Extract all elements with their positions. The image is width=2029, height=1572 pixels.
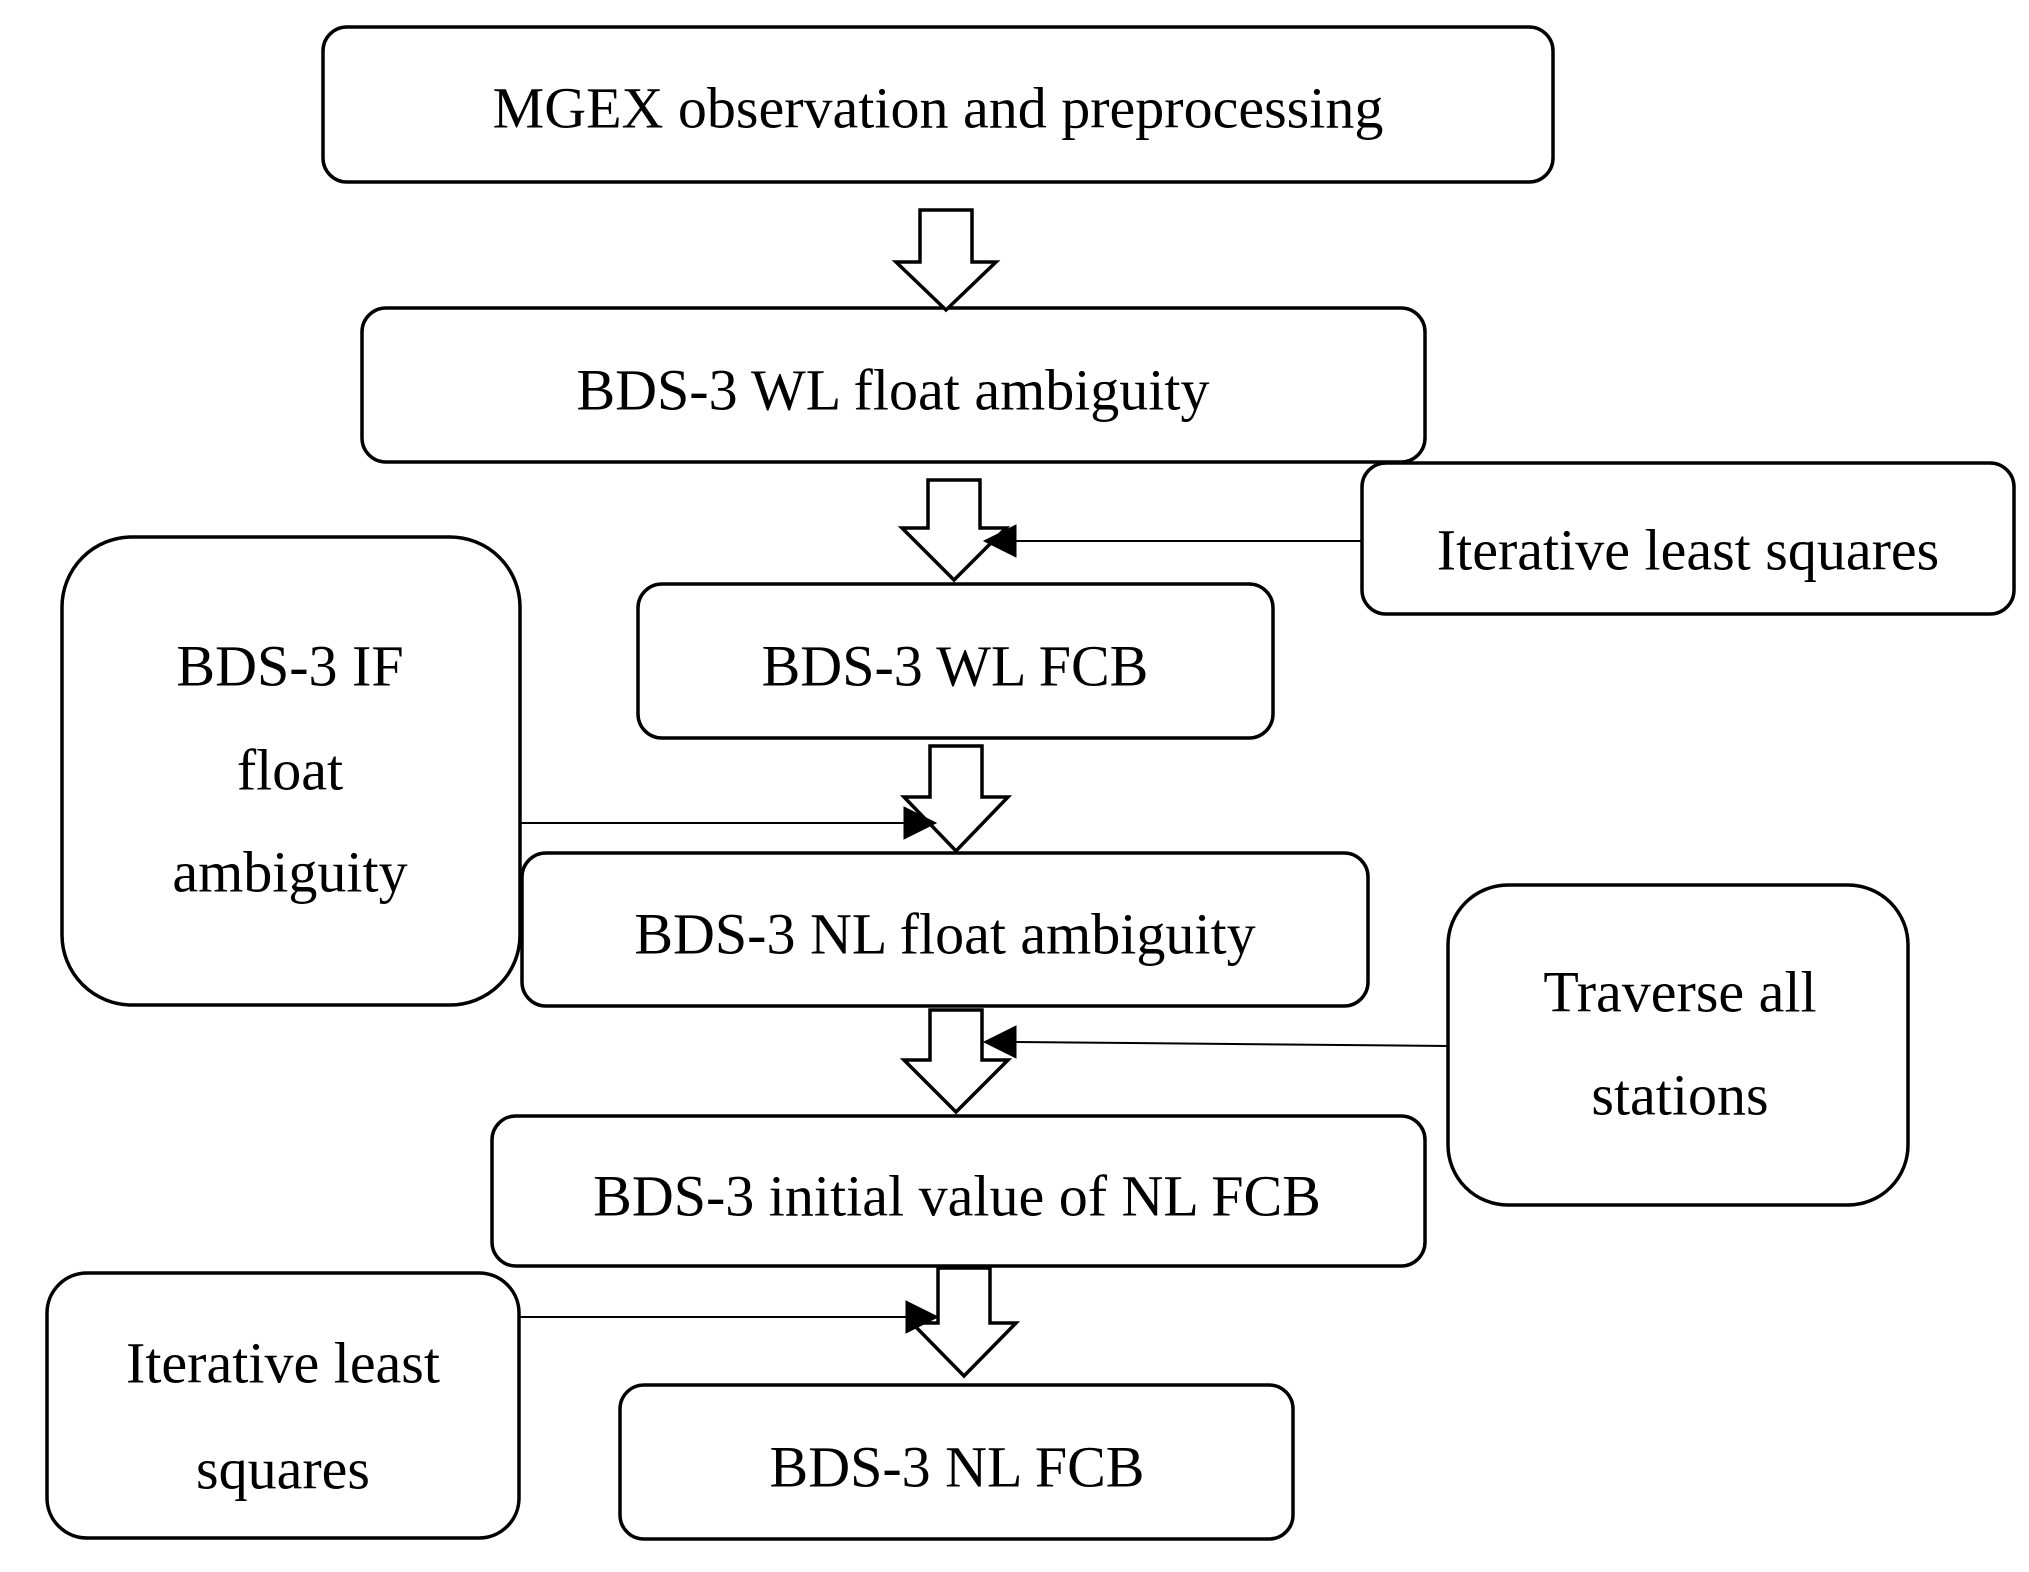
- node-wl-float-ambiguity: BDS-3 WL float ambiguity: [360, 306, 1427, 464]
- node-nl-fcb: BDS-3 NL FCB: [618, 1383, 1295, 1541]
- block-arrow-mgex-to-wl-float: [891, 208, 1001, 313]
- node-wl-fcb: BDS-3 WL FCB: [636, 582, 1275, 740]
- node-traverse-line-1: Traverse all: [1543, 959, 1816, 1024]
- node-iterative-least-squares-left: Iterative least squares: [45, 1271, 521, 1540]
- block-arrow-wl-float-to-wl-fcb: [897, 478, 1011, 583]
- node-nl-initial-value: BDS-3 initial value of NL FCB: [490, 1114, 1427, 1268]
- connector-if-float-to-nl-float: [520, 806, 938, 840]
- arrowhead-ils-right: [982, 524, 1017, 558]
- block-arrow-wl-fcb-to-nl-float: [899, 744, 1013, 854]
- node-if-float-ambiguity: BDS-3 IF float ambiguity: [60, 535, 522, 1007]
- connector-ils-right-to-wl-fcb: [982, 524, 1362, 558]
- node-ils-right-label: Iterative least squares: [1437, 517, 1939, 582]
- node-mgex-observation: MGEX observation and preprocessing: [321, 25, 1555, 184]
- node-mgex-label: MGEX observation and preprocessing: [493, 75, 1384, 140]
- arrowhead-traverse: [982, 1025, 1017, 1059]
- node-nl-float-ambiguity: BDS-3 NL float ambiguity: [520, 851, 1370, 1008]
- node-traverse-all-stations: Traverse all stations: [1446, 883, 1910, 1207]
- connector-traverse-to-nl-initial: [982, 1025, 1449, 1059]
- node-traverse-line-2: stations: [1591, 1062, 1768, 1127]
- node-if-float-line-3: ambiguity: [172, 839, 407, 904]
- node-ils-left-line-1: Iterative least: [126, 1330, 440, 1395]
- node-wl-fcb-label: BDS-3 WL FCB: [762, 633, 1149, 698]
- connector-ils-left-to-nl-fcb: [519, 1300, 940, 1334]
- node-ils-left-line-2: squares: [196, 1436, 370, 1501]
- node-iterative-least-squares-right: Iterative least squares: [1360, 461, 2016, 616]
- node-nl-float-label: BDS-3 NL float ambiguity: [634, 901, 1255, 966]
- node-nl-fcb-label: BDS-3 NL FCB: [770, 1434, 1145, 1499]
- arrowhead-if-float: [903, 806, 938, 840]
- node-if-float-line-1: BDS-3 IF: [176, 633, 403, 698]
- node-wl-float-label: BDS-3 WL float ambiguity: [576, 357, 1209, 422]
- arrowhead-ils-left: [905, 1300, 940, 1334]
- block-arrow-nl-float-to-nl-initial: [899, 1008, 1013, 1115]
- node-if-float-line-2: float: [237, 737, 343, 802]
- node-nl-initial-label: BDS-3 initial value of NL FCB: [593, 1163, 1321, 1228]
- block-arrow-nl-initial-to-nl-fcb: [907, 1266, 1021, 1379]
